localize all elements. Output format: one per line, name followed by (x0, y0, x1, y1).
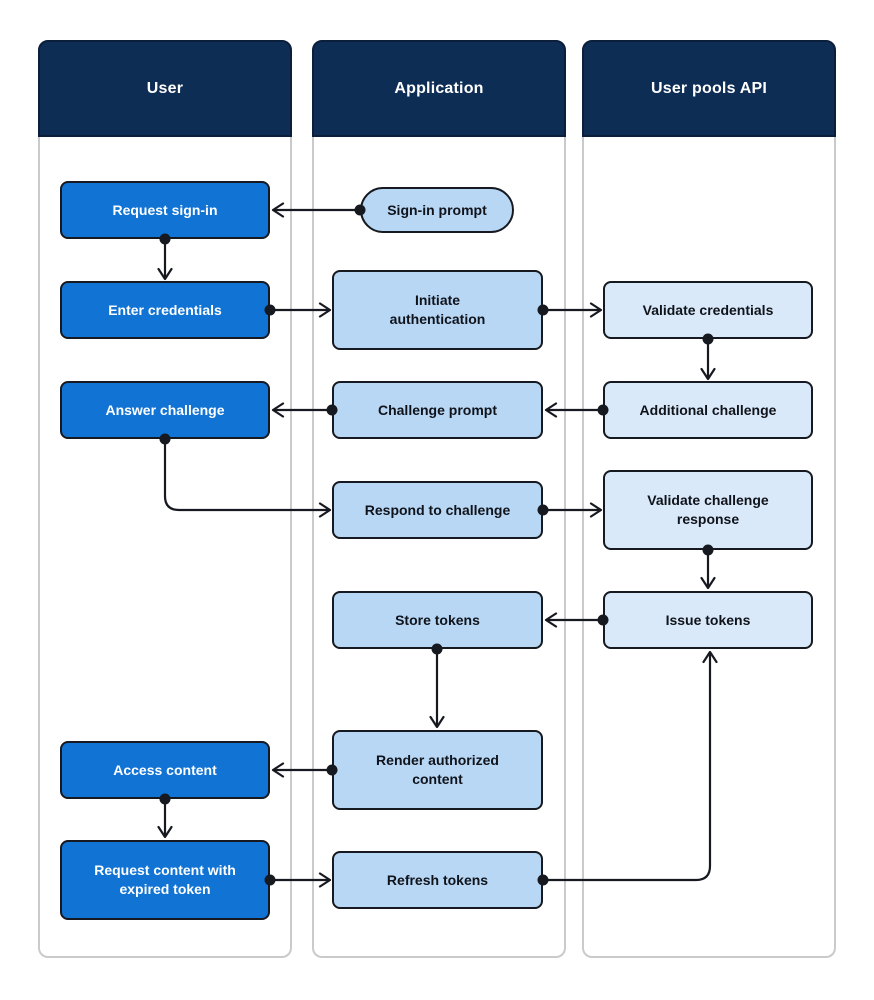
node-enter-credentials-label: Enter credentials (108, 301, 222, 318)
node-refresh-tokens: Refresh tokens (332, 851, 543, 909)
lane-user-header: User (38, 40, 292, 137)
node-sign-in-prompt-label: Sign-in prompt (387, 201, 487, 218)
node-render-authorized-content: Render authorized content (332, 730, 543, 810)
lane-application-title: Application (394, 79, 484, 97)
lane-user: User (38, 40, 292, 958)
node-initiate-authentication-label: Initiate authentication (389, 292, 486, 327)
node-respond-to-challenge: Respond to challenge (332, 481, 543, 539)
node-request-content-expired-token-label: Request content with expired token (94, 862, 236, 897)
node-request-content-expired-token: Request content with expired token (60, 840, 270, 920)
node-answer-challenge-label: Answer challenge (105, 401, 225, 418)
node-store-tokens-label: Store tokens (395, 611, 480, 628)
node-validate-challenge-response-label: Validate challenge response (647, 492, 769, 527)
node-additional-challenge: Additional challenge (603, 381, 813, 439)
node-request-sign-in: Request sign-in (60, 181, 270, 239)
node-validate-challenge-response: Validate challenge response (603, 470, 813, 550)
lane-user-title: User (146, 79, 184, 97)
node-store-tokens: Store tokens (332, 591, 543, 649)
lane-user-pools-api-header: User pools API (582, 40, 836, 137)
node-validate-credentials: Validate credentials (603, 281, 813, 339)
node-refresh-tokens-label: Refresh tokens (386, 871, 489, 888)
node-answer-challenge: Answer challenge (60, 381, 270, 439)
node-sign-in-prompt: Sign-in prompt (360, 187, 514, 233)
node-access-content-label: Access content (113, 761, 217, 778)
lane-application-body (312, 137, 566, 958)
node-enter-credentials: Enter credentials (60, 281, 270, 339)
node-validate-credentials-label: Validate credentials (642, 301, 774, 318)
lane-user-body (38, 137, 292, 958)
lane-user-pools-api-title: User pools API (650, 79, 767, 97)
node-issue-tokens: Issue tokens (603, 591, 813, 649)
node-render-authorized-content-label: Render authorized content (376, 752, 499, 787)
lane-application-header: Application (312, 40, 566, 137)
node-challenge-prompt-label: Challenge prompt (377, 401, 497, 418)
node-additional-challenge-label: Additional challenge (639, 401, 777, 418)
node-respond-to-challenge-label: Respond to challenge (364, 501, 511, 518)
node-initiate-authentication: Initiate authentication (332, 270, 543, 350)
node-access-content: Access content (60, 741, 270, 799)
node-challenge-prompt: Challenge prompt (332, 381, 543, 439)
node-issue-tokens-label: Issue tokens (665, 611, 751, 628)
node-request-sign-in-label: Request sign-in (112, 201, 218, 218)
